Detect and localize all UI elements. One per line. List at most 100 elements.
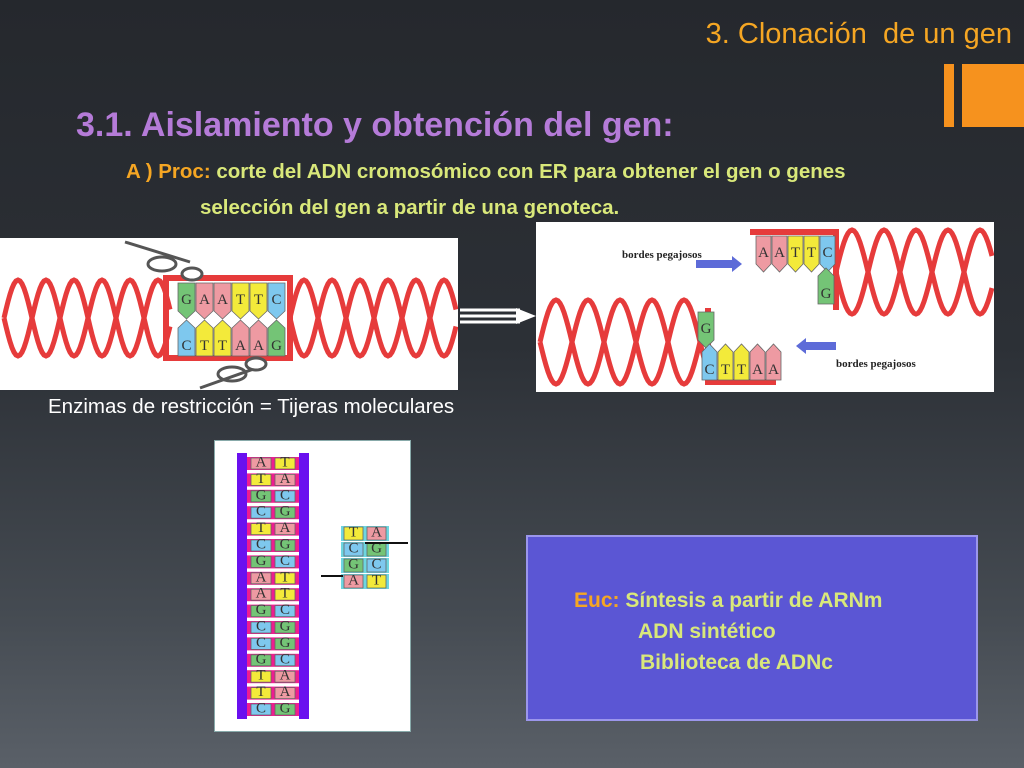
fragment-left-0 [343, 526, 364, 541]
ladder-left-5 [250, 539, 272, 552]
base-top-0-letter: G [181, 292, 192, 308]
frag-bottom-1-letter: T [721, 362, 730, 378]
ladder-left-5-letter: C [256, 537, 266, 553]
frag-bottom-1 [717, 343, 734, 381]
cut-site-backbone [163, 275, 293, 361]
ladder-left-1-letter: T [256, 471, 265, 487]
frag-top-single-letter: G [821, 286, 832, 302]
sticky-ends-label-top: bordes pegajosos [622, 249, 702, 261]
fragment-right-2 [366, 558, 387, 573]
ladder-backbone-right [299, 453, 309, 719]
ladder-right-7-letter: T [280, 569, 289, 585]
ladder-right-10 [274, 621, 296, 634]
ladder-left-4 [250, 523, 272, 535]
ladder-right-1 [274, 474, 296, 486]
frag-bottom-4-letter: A [768, 362, 779, 378]
eukaryote-info-box: Euc: Síntesis a partir de ARNm ADN sinté… [526, 535, 978, 721]
ladder-right-6 [274, 556, 296, 568]
ladder-left-4-letter: T [256, 520, 265, 536]
ladder-left-0-letter: A [256, 455, 267, 471]
ladder-left-11-letter: C [256, 635, 266, 651]
base-top-5 [267, 282, 286, 320]
base-bottom-3-letter: A [235, 338, 246, 354]
scissors-icon [199, 356, 268, 390]
base-top-5-letter: C [271, 292, 281, 308]
ladder-right-7 [274, 572, 296, 585]
transition-arrow [460, 308, 536, 324]
left-helix [1, 277, 173, 359]
ladder-right-12-letter: C [280, 651, 290, 667]
fragment-left-1-letter: C [348, 541, 358, 557]
ladder-left-15-letter: C [256, 701, 266, 717]
base-bottom-4-letter: A [253, 338, 264, 354]
ladder-left-1 [250, 474, 272, 486]
base-top-2 [213, 282, 232, 320]
upper-fragment-helix [833, 227, 995, 317]
frag-bottom-4 [765, 343, 782, 381]
ladder-right-11-letter: G [280, 635, 291, 651]
scissors-icon [124, 240, 204, 282]
euc-line-1: Euc: Síntesis a partir de ARNm [574, 589, 882, 613]
right-helix [287, 277, 459, 359]
ladder-left-10-letter: C [256, 619, 266, 635]
ladder-right-5 [274, 539, 296, 552]
ladder-right-0 [274, 457, 296, 470]
ladder-right-15 [274, 703, 296, 716]
frag-top-1 [771, 235, 788, 273]
section-title: 3. Clonación de un gen [705, 18, 1012, 50]
base-top-3-letter: T [236, 292, 245, 308]
base-bottom-0 [177, 319, 196, 357]
base-top-1-letter: A [199, 292, 210, 308]
ladder-left-6 [250, 556, 272, 568]
lower-fragment-helix [537, 297, 711, 387]
ladder-right-6-letter: C [280, 553, 290, 569]
ladder-left-9 [250, 605, 272, 618]
arrow-left-icon [796, 338, 836, 354]
fragment-left-1 [343, 542, 364, 557]
ladder-right-1-letter: A [280, 471, 291, 487]
ladder-left-6-letter: G [256, 553, 267, 569]
frag-top-3 [803, 235, 820, 273]
ladder-left-3-letter: C [256, 504, 266, 520]
ladder-right-9-letter: C [280, 602, 290, 618]
ladder-backbone-left [237, 453, 247, 719]
base-bottom-4 [249, 319, 268, 357]
base-top-1 [195, 282, 214, 320]
fragment-left-3-letter: A [348, 573, 359, 589]
ladder-right-3 [274, 506, 296, 519]
ladder-left-12-letter: G [256, 651, 267, 667]
procedure-prefix: A ) Proc: [126, 160, 211, 183]
ladder-right-5-letter: G [280, 537, 291, 553]
ladder-left-14 [250, 687, 272, 700]
ladder-left-14-letter: T [256, 684, 265, 700]
ladder-right-9 [274, 605, 296, 618]
ladder-left-13 [250, 670, 272, 683]
frag-bottom-0-letter: C [704, 362, 714, 378]
base-bottom-1-letter: T [200, 338, 209, 354]
base-bottom-3 [231, 319, 250, 357]
ladder-left-8 [250, 588, 272, 601]
selection-line: selección del gen a partir de una genote… [200, 196, 620, 219]
frag-bottom-3-letter: A [752, 362, 763, 378]
frag-bottom-2-letter: T [737, 362, 746, 378]
base-top-4 [249, 282, 268, 320]
base-top-0 [177, 282, 196, 320]
fragment-left-3 [343, 574, 364, 589]
base-top-2-letter: A [217, 292, 228, 308]
ladder-right-4-letter: A [280, 520, 291, 536]
ladder-left-13-letter: T [256, 668, 265, 684]
frag-top-2 [787, 235, 804, 273]
base-bottom-0-letter: C [181, 338, 191, 354]
ladder-right-0-letter: T [280, 455, 289, 471]
ladder-left-0 [250, 457, 272, 470]
euc-line-1-text: Síntesis a partir de ARNm [619, 589, 883, 612]
frag-top-0-letter: A [758, 245, 769, 261]
